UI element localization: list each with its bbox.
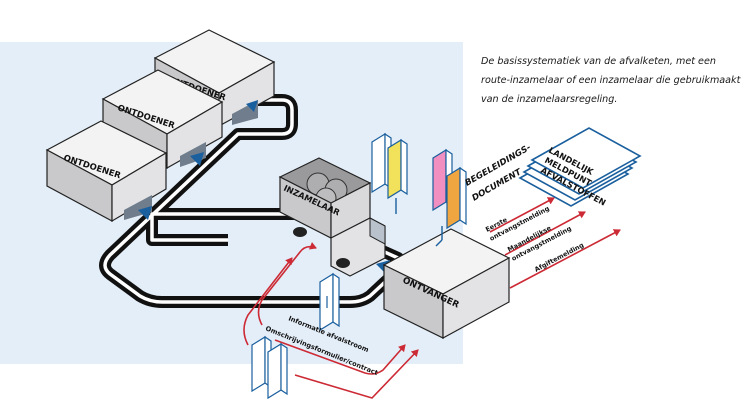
ontdoener-box-3: ONTDOENER — [45, 120, 168, 223]
inzamelaar-truck: INZAMELAAR — [278, 157, 386, 277]
red-arrows-lma — [489, 197, 621, 289]
ontvanger-box: ONTVANGER — [382, 228, 511, 340]
triangle-marker — [246, 100, 258, 112]
triangle-marker — [190, 152, 204, 166]
document-icon-info — [319, 272, 340, 332]
document-icon-yellow — [371, 132, 408, 214]
document-icon-form — [251, 335, 288, 400]
information-flow-arrows — [243, 242, 419, 399]
triangle-marker — [138, 206, 152, 220]
diagram-caption: De basissystematiek van de afvalketen, m… — [481, 56, 741, 105]
lma-document-stack: LANDELIJK MELDPUNT AFVALSTOFFEN — [518, 127, 642, 208]
